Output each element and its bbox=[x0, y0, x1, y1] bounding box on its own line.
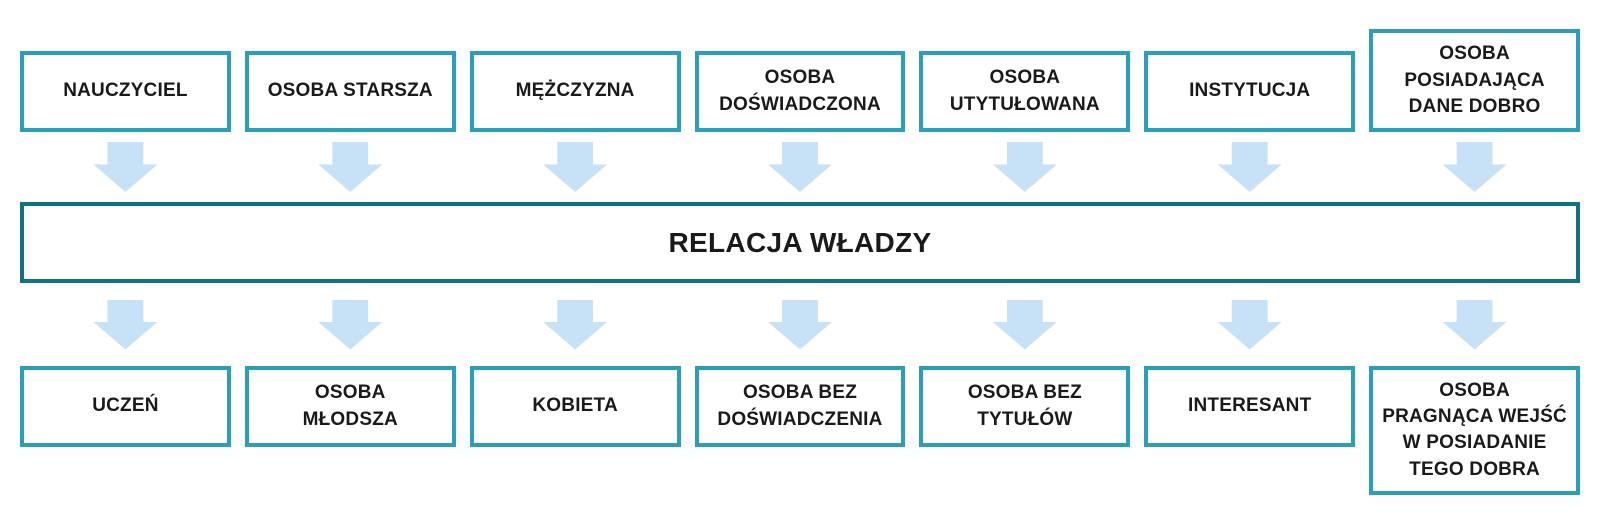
arrow-row-top bbox=[20, 132, 1580, 202]
arrow-row-bottom bbox=[20, 283, 1580, 366]
down-arrow-icon bbox=[318, 299, 383, 350]
concept-box-osoba-starsza: OSOBA STARSZA bbox=[244, 51, 456, 132]
concept-box-nauczyciel: NAUCZYCIEL bbox=[20, 51, 231, 132]
center-relation-bar: RELACJA WŁADZY bbox=[20, 202, 1580, 283]
down-arrow-icon bbox=[543, 142, 608, 192]
down-arrow-icon bbox=[767, 142, 832, 192]
down-arrow-icon bbox=[1442, 299, 1507, 350]
down-arrow-icon bbox=[992, 299, 1057, 350]
concept-box-osoba-pragnaca-wejsc-w-posiadanie: OSOBA PRAGNĄCA WEJŚĆ W POSIADANIE TEGO D… bbox=[1369, 366, 1580, 495]
concept-box-osoba-utytulowana: OSOBA UTYTUŁOWANA bbox=[919, 51, 1131, 132]
concept-box-kobieta: KOBIETA bbox=[469, 366, 681, 447]
concept-box-interesant: INTERESANT bbox=[1144, 366, 1356, 447]
concept-box-uczen: UCZEŃ bbox=[20, 366, 231, 447]
top-row: NAUCZYCIEL OSOBA STARSZA MĘŻCZYZNA OSOBA… bbox=[20, 20, 1580, 132]
down-arrow-icon bbox=[93, 299, 158, 350]
down-arrow-icon bbox=[1217, 142, 1282, 192]
concept-box-osoba-bez-tytulow: OSOBA BEZ TYTUŁÓW bbox=[919, 366, 1131, 447]
concept-box-osoba-mlodsza: OSOBA MŁODSZA bbox=[244, 366, 456, 447]
down-arrow-icon bbox=[93, 142, 158, 192]
down-arrow-icon bbox=[1217, 299, 1282, 350]
bottom-row: UCZEŃ OSOBA MŁODSZA KOBIETA OSOBA BEZ DO… bbox=[20, 366, 1580, 495]
down-arrow-icon bbox=[543, 299, 608, 350]
down-arrow-icon bbox=[318, 142, 383, 192]
down-arrow-icon bbox=[992, 142, 1057, 192]
center-relation-label: RELACJA WŁADZY bbox=[668, 226, 932, 258]
concept-box-mezczyzna: MĘŻCZYZNA bbox=[469, 51, 681, 132]
down-arrow-icon bbox=[1442, 142, 1507, 192]
concept-box-osoba-posiadajaca-dane-dobro: OSOBA POSIADAJĄCA DANE DOBRO bbox=[1369, 29, 1580, 132]
concept-box-osoba-doswiadczona: OSOBA DOŚWIADCZONA bbox=[694, 51, 906, 132]
concept-box-osoba-bez-doswiadczenia: OSOBA BEZ DOŚWIADCZENIA bbox=[694, 366, 906, 447]
concept-box-instytucja: INSTYTUCJA bbox=[1144, 51, 1356, 132]
down-arrow-icon bbox=[767, 299, 832, 350]
